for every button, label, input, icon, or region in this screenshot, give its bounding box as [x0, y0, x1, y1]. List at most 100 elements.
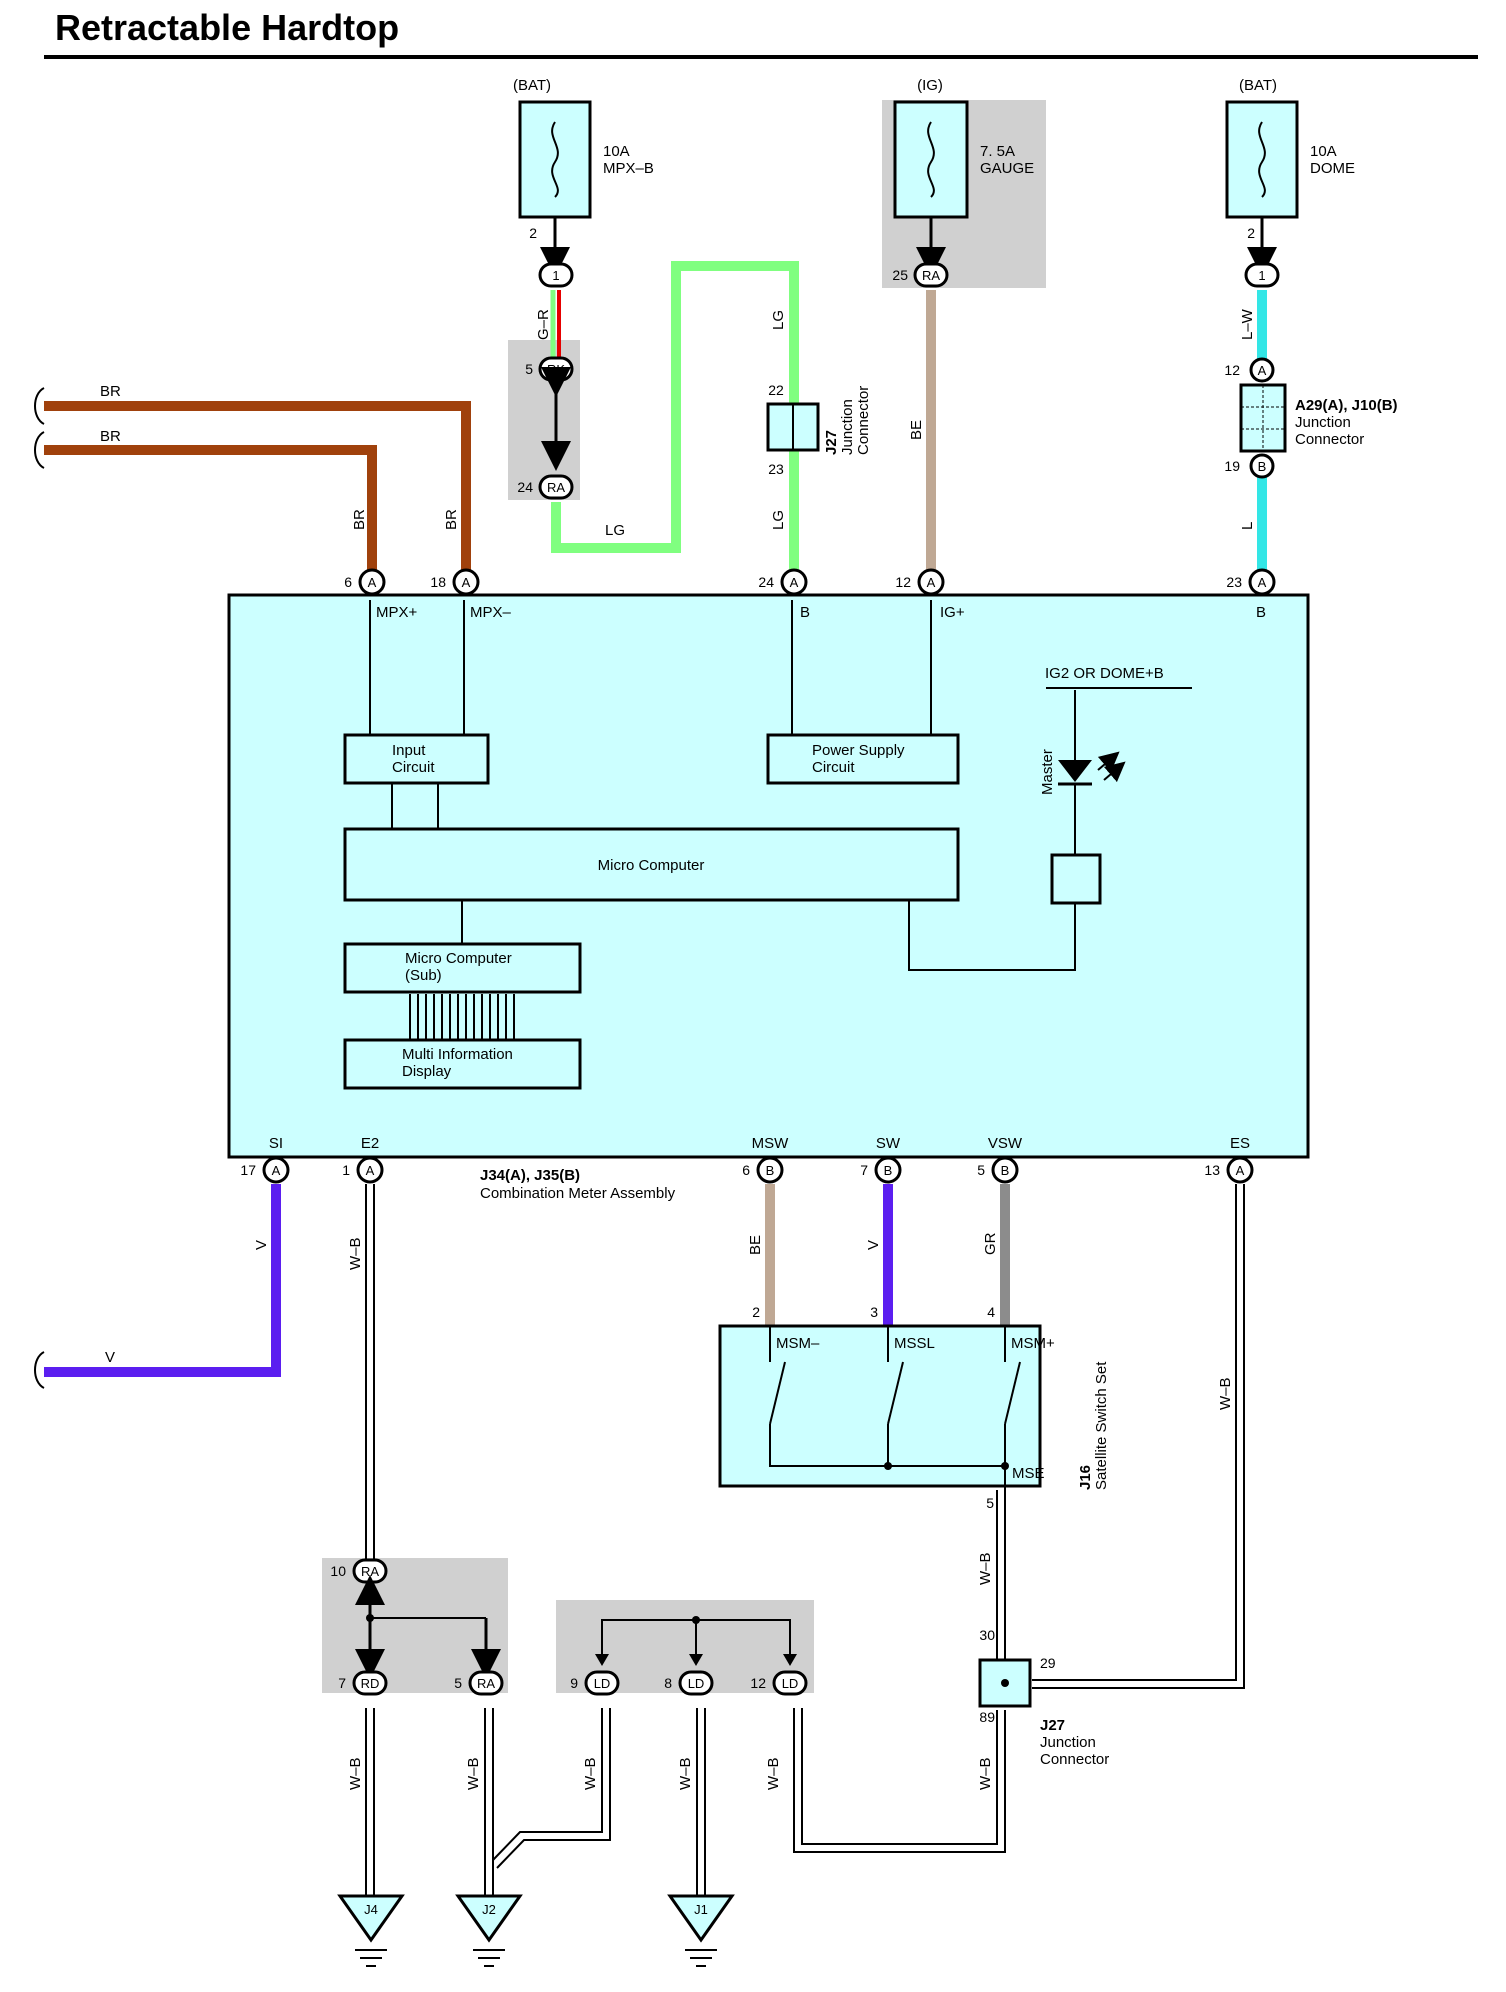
- svg-text:A: A: [1236, 1163, 1245, 1178]
- svg-text:LD: LD: [688, 1676, 705, 1691]
- fuse-mpx-b-pin: 2: [529, 225, 537, 241]
- wire-label: W–B: [1217, 1377, 1234, 1410]
- wire-label: LG: [605, 522, 625, 539]
- led-icon: [1058, 751, 1126, 786]
- svg-text:Junction: Junction: [1040, 1734, 1096, 1751]
- svg-text:Connector: Connector: [855, 386, 872, 455]
- led-supply-label: IG2 OR DOME+B: [1045, 665, 1164, 682]
- fuse-dome-amp: 10A: [1310, 143, 1337, 160]
- svg-text:B: B: [766, 1163, 775, 1178]
- svg-text:6: 6: [742, 1162, 750, 1178]
- svg-text:29: 29: [1040, 1655, 1056, 1671]
- wire-break-icon: [34, 1351, 45, 1389]
- meter-bottom-pins: A A B B B A 17 1 6 7 5 13: [240, 1156, 1254, 1184]
- svg-text:1: 1: [552, 268, 559, 283]
- junction-connector-a29: 12 A B 19 A29(A), J10(B) Junction Connec…: [1224, 357, 1398, 479]
- meter-top-pins: A A A A A 6 18 24 12 23 MPX+ MPX– B IG+ …: [344, 568, 1276, 621]
- svg-text:SI: SI: [269, 1135, 283, 1152]
- svg-text:1: 1: [1258, 268, 1265, 283]
- svg-text:10: 10: [330, 1563, 346, 1579]
- svg-text:Connector: Connector: [1295, 431, 1364, 448]
- svg-text:A: A: [1258, 575, 1267, 590]
- svg-text:23: 23: [1226, 574, 1242, 590]
- fuse-mpx-b-source: (BAT): [513, 77, 551, 94]
- svg-text:7: 7: [338, 1675, 346, 1691]
- svg-text:MPX–: MPX–: [470, 604, 512, 621]
- fuse-mpx-b-name: MPX–B: [603, 160, 654, 177]
- svg-text:4: 4: [987, 1304, 995, 1320]
- satellite-switch-set: 2 3 4 MSM– MSSL MSM+ MSE 5 J16 Satellite…: [718, 1304, 1110, 1511]
- svg-text:B: B: [800, 604, 810, 621]
- svg-text:7: 7: [860, 1162, 868, 1178]
- svg-text:Micro Computer: Micro Computer: [405, 950, 512, 967]
- ground-j1: J1: [667, 1894, 735, 1967]
- svg-text:Connector: Connector: [1040, 1751, 1109, 1768]
- fuse-mpx-b-amp: 10A: [603, 143, 630, 160]
- svg-text:A: A: [462, 575, 471, 590]
- page-title: Retractable Hardtop: [55, 7, 399, 48]
- svg-text:A29(A), J10(B): A29(A), J10(B): [1295, 397, 1398, 414]
- svg-text:2: 2: [752, 1304, 760, 1320]
- wire-label: V: [105, 1349, 115, 1366]
- micro-computer-block: [343, 827, 960, 902]
- wire-label: LG: [770, 310, 787, 330]
- svg-text:B: B: [1001, 1163, 1010, 1178]
- svg-text:Display: Display: [402, 1063, 452, 1080]
- wire-label: W–B: [347, 1757, 364, 1790]
- svg-text:J27: J27: [823, 430, 840, 455]
- svg-text:Power Supply: Power Supply: [812, 742, 905, 759]
- power-supply-circuit-block: [766, 733, 960, 785]
- svg-text:9: 9: [570, 1675, 578, 1691]
- svg-text:VSW: VSW: [988, 1135, 1023, 1152]
- wire-label: W–B: [582, 1757, 599, 1790]
- wire-label: BE: [908, 420, 925, 440]
- wb-wires: [365, 1184, 1245, 1896]
- svg-text:LD: LD: [594, 1676, 611, 1691]
- svg-text:RA: RA: [477, 1676, 495, 1691]
- wire-label: W–B: [977, 1757, 994, 1790]
- svg-text:MSSL: MSSL: [894, 1335, 935, 1352]
- wire-label: L–W: [1239, 308, 1256, 340]
- fuse-gauge-name: GAUGE: [980, 160, 1034, 177]
- svg-text:30: 30: [979, 1627, 995, 1643]
- svg-text:(Sub): (Sub): [405, 967, 442, 984]
- wire-label: W–B: [765, 1757, 782, 1790]
- junction-connector-j27-top: 22 23 J27 Junction Connector: [766, 382, 872, 477]
- fuse-icon: [551, 121, 559, 198]
- svg-text:89: 89: [979, 1709, 995, 1725]
- svg-text:J2: J2: [482, 1902, 496, 1917]
- fuse-dome-name: DOME: [1310, 160, 1355, 177]
- svg-text:12: 12: [1224, 362, 1240, 378]
- connector-ra-24: RA 24: [517, 474, 574, 500]
- svg-text:A: A: [366, 1163, 375, 1178]
- svg-text:A: A: [272, 1163, 281, 1178]
- multi-information-display-block: [343, 1038, 582, 1090]
- svg-text:B: B: [884, 1163, 893, 1178]
- wire-label: GR: [982, 1232, 999, 1255]
- svg-text:J27: J27: [1040, 1717, 1065, 1734]
- svg-text:B: B: [1258, 459, 1267, 474]
- wire-label: L: [1239, 522, 1256, 530]
- ground-icon: [473, 1949, 505, 1967]
- svg-text:SW: SW: [876, 1135, 901, 1152]
- wire-label: W–B: [347, 1237, 364, 1270]
- svg-text:RD: RD: [361, 1676, 380, 1691]
- svg-text:3: 3: [870, 1304, 878, 1320]
- svg-text:A: A: [1258, 363, 1267, 378]
- svg-text:RA: RA: [547, 480, 565, 495]
- ground-junction-ra: RA 10 RD 7 RA 5: [330, 1558, 504, 1696]
- wire-break-icon: [34, 431, 45, 469]
- svg-text:Satellite Switch Set: Satellite Switch Set: [1093, 1361, 1110, 1490]
- fuse-icon: [1258, 121, 1266, 198]
- svg-text:22: 22: [768, 382, 784, 398]
- wire-label: LG: [770, 510, 787, 530]
- svg-text:MSW: MSW: [752, 1135, 790, 1152]
- wire-label: W–B: [465, 1757, 482, 1790]
- svg-text:A: A: [790, 575, 799, 590]
- wire-label: BE: [747, 1235, 764, 1255]
- ground-icon: [685, 1949, 717, 1967]
- svg-text:12: 12: [895, 574, 911, 590]
- svg-text:24: 24: [758, 574, 774, 590]
- svg-text:Circuit: Circuit: [392, 759, 435, 776]
- ground-icon: [355, 1949, 387, 1967]
